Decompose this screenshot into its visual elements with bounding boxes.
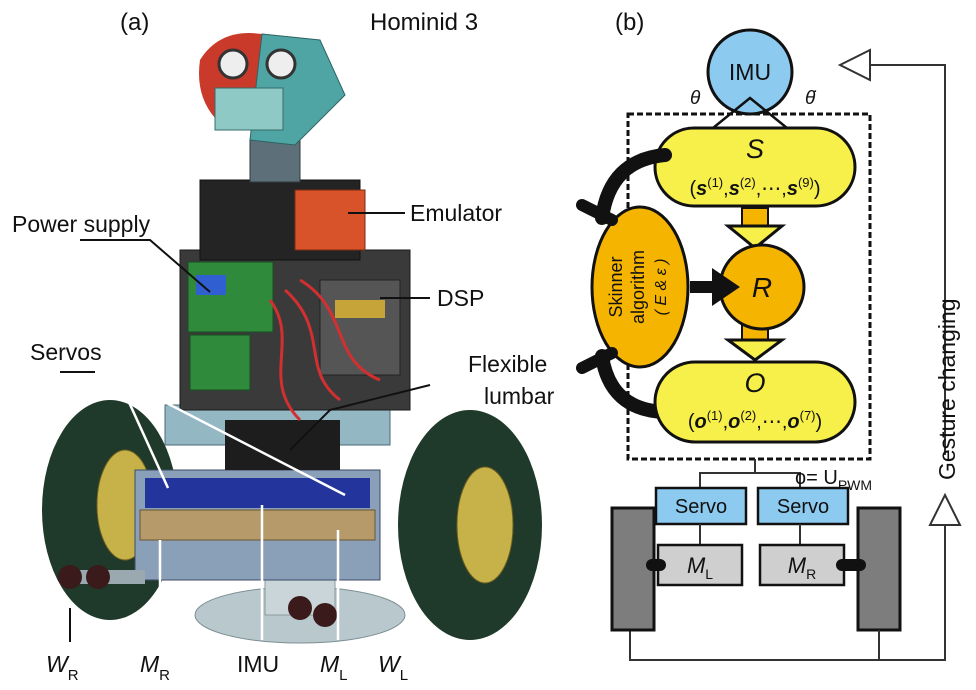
theta-dot-label: θ̇ xyxy=(805,88,816,109)
feedback-arrow-left xyxy=(837,48,871,82)
skinner-label-1: Skinner xyxy=(606,256,626,317)
o-to-servo-right xyxy=(755,472,801,488)
dsp-label: DSP xyxy=(437,285,484,311)
emulator-box xyxy=(294,189,366,251)
servos-label: Servos xyxy=(30,339,102,365)
caster-right-1 xyxy=(288,596,312,620)
feedback-loop xyxy=(629,525,946,661)
s-node xyxy=(653,126,857,208)
eye-left xyxy=(217,48,249,80)
emulator-label: Emulator xyxy=(410,200,502,226)
feedback-arrow-up xyxy=(928,492,962,526)
eye-right xyxy=(265,48,297,80)
lumbar-label: lumbar xyxy=(484,383,555,409)
ml-label-a: ML xyxy=(320,651,348,684)
theta-label: θ xyxy=(690,88,701,109)
left-tick-top xyxy=(576,199,618,226)
servo-lines xyxy=(68,376,445,657)
dsp-board xyxy=(319,279,401,376)
robot-photo xyxy=(42,33,542,644)
lower-board xyxy=(189,334,251,391)
chassis-blue-band xyxy=(145,478,370,508)
servo-right-node xyxy=(756,486,850,526)
skinner-label-3: ( E & ε ) xyxy=(653,259,670,316)
caster-left-1 xyxy=(58,565,82,589)
gesture-label: Gesture changing xyxy=(934,298,960,480)
s-to-skinner-curve xyxy=(595,148,672,225)
panel-a-tag: (a) xyxy=(120,9,149,36)
o-to-skinner-curve xyxy=(595,349,672,419)
power-board-blue xyxy=(196,275,226,295)
power-supply-label: Power supply xyxy=(12,211,151,237)
servo-right-label: Servo xyxy=(777,496,829,518)
arrow-r-o-head xyxy=(723,338,787,362)
o-to-servos xyxy=(699,459,756,488)
skinner-node xyxy=(590,205,690,369)
flexible-label: Flexible xyxy=(468,351,547,377)
panel-b-tag: (b) xyxy=(615,9,644,36)
right-wheel-hub xyxy=(456,466,514,584)
dsp-chip xyxy=(335,300,385,318)
motor-left-node xyxy=(656,543,744,587)
caster-left-2 xyxy=(86,565,110,589)
s-label: S xyxy=(746,134,764,164)
o-node xyxy=(653,360,857,444)
wires xyxy=(268,278,381,422)
wr-label: WR xyxy=(46,651,79,684)
wl-label: WL xyxy=(378,651,408,684)
left-tick-bottom xyxy=(576,347,618,374)
caster-right-2 xyxy=(313,603,337,627)
power-board xyxy=(187,261,274,333)
arrow-s-r-shaft xyxy=(741,207,769,227)
robot-title: Hominid 3 xyxy=(370,9,478,36)
o-label: O xyxy=(744,368,765,398)
chassis-rail xyxy=(139,509,376,541)
imu-to-s xyxy=(712,96,788,129)
motor-right-label: MR xyxy=(788,553,816,582)
skinner-to-r-head xyxy=(712,268,740,306)
servo-left-node xyxy=(654,486,748,526)
imu-label-a: IMU xyxy=(237,651,279,677)
arrow-s-r-head xyxy=(723,224,787,250)
leader-lines-a xyxy=(60,212,431,451)
head-front xyxy=(214,87,284,131)
wheel-left-node xyxy=(610,506,656,632)
servo-left-label: Servo xyxy=(675,496,727,518)
imu-label-b: IMU xyxy=(729,59,771,85)
neck xyxy=(249,139,301,183)
feedback-loop-top xyxy=(870,64,946,455)
r-label: R xyxy=(752,272,772,303)
skinner-label-2: algorithm xyxy=(628,250,648,324)
mr-label: MR xyxy=(140,651,170,684)
motor-left-label: ML xyxy=(687,553,713,582)
